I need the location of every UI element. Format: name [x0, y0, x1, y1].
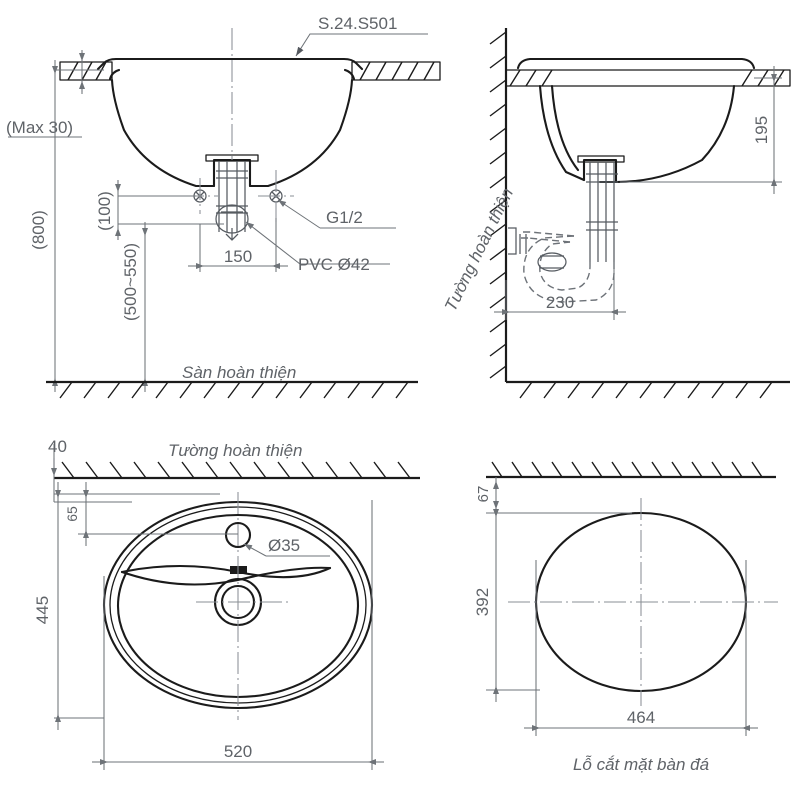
- model-callout-label: S.24.S501: [318, 14, 397, 33]
- cutout-wall-line: [486, 461, 776, 479]
- model-callout-leader: [295, 33, 428, 57]
- max30-dimension: [8, 50, 85, 138]
- finished-floor-line: [46, 380, 418, 399]
- side-section-view: Tường hoàn thiện: [441, 28, 791, 399]
- dim445-label: 445: [33, 596, 52, 624]
- finished-wall-label-plan: Tường hoàn thiện: [168, 441, 302, 460]
- waste-callout-label: PVC Ø42: [298, 255, 370, 274]
- dim100-label: (100): [95, 191, 114, 231]
- waste-trap-detail: [215, 204, 249, 241]
- waste-callout-leader: [245, 221, 390, 265]
- dim100: [115, 180, 224, 240]
- dim40-label: 40: [48, 437, 67, 456]
- finished-wall-line: [489, 28, 508, 382]
- supply-callout-label: G1/2: [326, 208, 363, 227]
- dim445: [54, 482, 104, 730]
- cutout-caption: Lỗ cắt mặt bàn đá: [573, 755, 709, 774]
- dim520-label: 520: [224, 742, 252, 761]
- dim40: [51, 444, 132, 503]
- dim500-550-label: (500~550): [121, 243, 140, 321]
- dim195-label: 195: [752, 116, 771, 144]
- counter-slab-side: [505, 69, 791, 87]
- dim464-label: 464: [627, 708, 655, 727]
- height800-label: (800): [29, 210, 48, 250]
- counter-slab-right: [351, 61, 441, 81]
- counter-cutout-plan-view: 67 392 464 Lỗ cắt mặt bàn đá: [473, 461, 778, 774]
- finished-wall-line-plan: [54, 461, 420, 480]
- dim195: [620, 66, 782, 194]
- dim392: [486, 501, 540, 702]
- dim392-label: 392: [473, 588, 492, 616]
- basin-section-outline: [96, 57, 364, 188]
- dim520: [92, 500, 384, 770]
- max30-label: (Max 30): [6, 118, 73, 137]
- supply-callout-leader: [277, 199, 396, 229]
- supply-stub-right: [258, 170, 294, 222]
- dim230-label: 230: [546, 293, 574, 312]
- tap-hole-callout-label: Ø35: [268, 536, 300, 555]
- finished-floor-line-side: [506, 380, 790, 399]
- counter-slab-left: [59, 61, 113, 81]
- height800-dimension: [52, 60, 104, 392]
- dim464: [524, 560, 758, 736]
- dim150-label: 150: [224, 247, 252, 266]
- basin-plan-view: Tường hoàn thiện 40: [33, 437, 420, 770]
- dim230: [494, 268, 626, 320]
- tap-hole-callout-leader: [243, 543, 330, 557]
- front-section-view: S.24.S501 (Max 30) (800): [6, 14, 441, 399]
- dim67: [486, 477, 632, 514]
- drain-tailpiece-side: [577, 155, 625, 262]
- drain-tailpiece: [205, 154, 259, 232]
- dim67-label: 67: [475, 486, 492, 503]
- basin-section-outline-side: [516, 57, 756, 184]
- finished-floor-label: Sàn hoàn thiện: [182, 363, 296, 382]
- dim65-label: 65: [64, 506, 80, 522]
- p-trap-dashed: [508, 227, 615, 303]
